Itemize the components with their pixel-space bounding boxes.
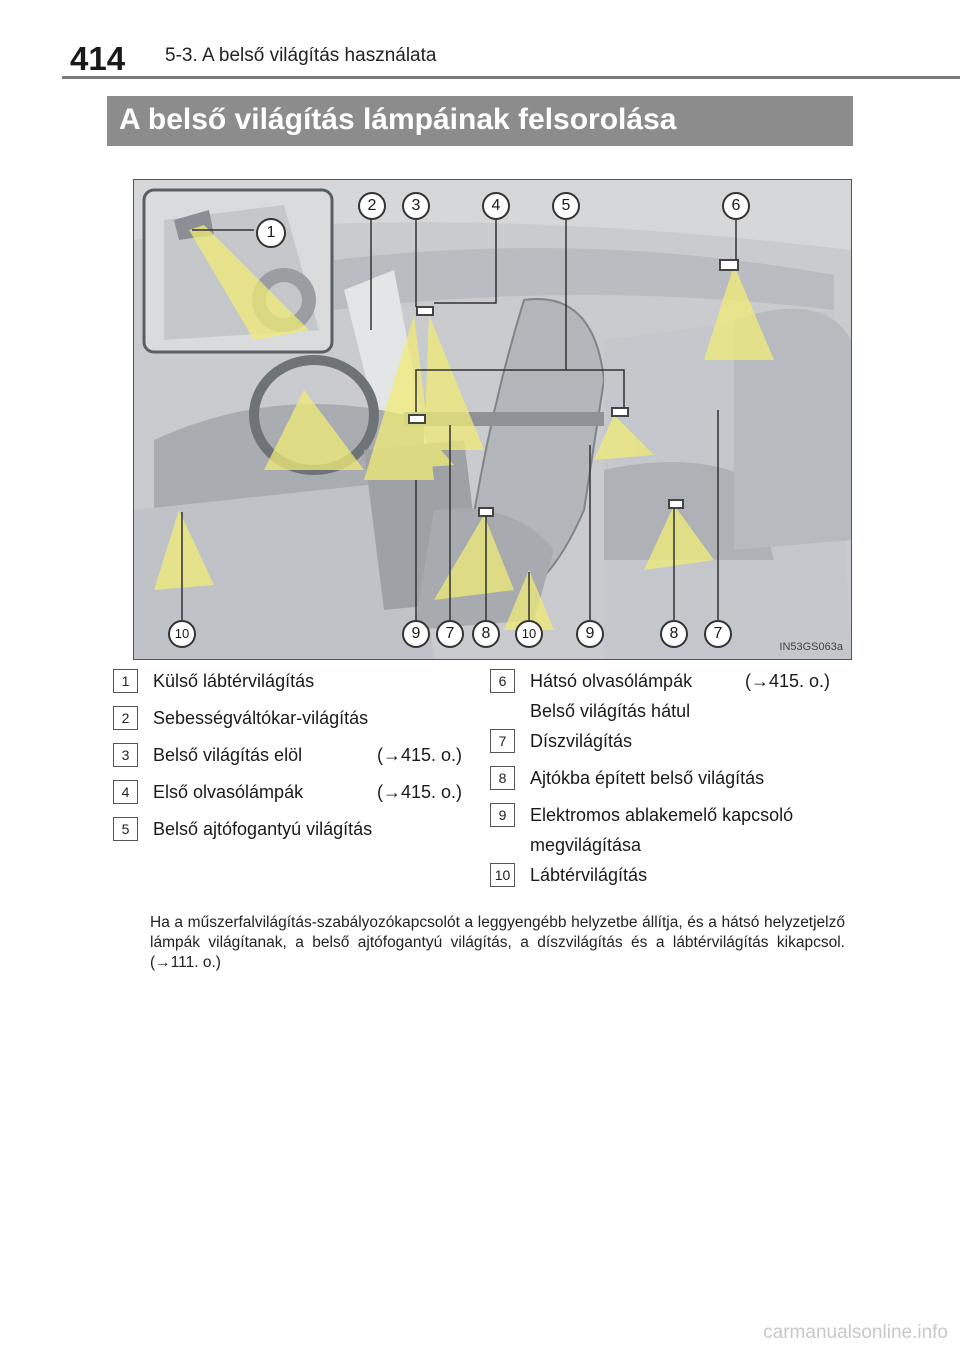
legend-item: 10 Lábtérvilágítás (490, 860, 860, 897)
callout-10-a: 10 (168, 620, 196, 648)
legend-number: 7 (490, 729, 515, 753)
callout-9-b: 9 (576, 620, 604, 648)
legend-number: 3 (113, 743, 138, 767)
callout-7-b: 7 (704, 620, 732, 648)
legend-number: 9 (490, 803, 515, 827)
section-title-bar: A belső világítás lámpáinak felsorolása (107, 96, 853, 146)
legend-text: Díszvilágítás (530, 726, 860, 756)
page-number: 414 (70, 40, 125, 78)
callout-3: 3 (402, 192, 430, 220)
legend-number: 1 (113, 669, 138, 693)
callout-4: 4 (482, 192, 510, 220)
legend-item: 3 Belső világítás elöl (→415. o.) (113, 740, 468, 777)
legend-number: 4 (113, 780, 138, 804)
page-reference: (→415. o.) (377, 777, 462, 807)
callout-5: 5 (552, 192, 580, 220)
legend-number: 6 (490, 669, 515, 693)
legend-number: 5 (113, 817, 138, 841)
legend-item: 2 Sebességváltókar-világítás (113, 703, 468, 740)
legend-text-line2: megvilágítása (530, 830, 860, 860)
legend-right-column: 6 Hátsó olvasólámpák (→415. o.) Belső vi… (490, 666, 860, 897)
legend-text: Külső lábtérvilágítás (153, 666, 468, 696)
legend-number: 2 (113, 706, 138, 730)
section-title: A belső világítás lámpáinak felsorolása (119, 103, 676, 137)
legend-number: 10 (490, 863, 515, 887)
interior-lights-illustration: 1 2 3 4 5 6 10 9 7 8 10 9 8 7 IN53GS063a (133, 179, 852, 660)
legend-text: Ajtókba épített belső világítás (530, 763, 860, 793)
figure-code: IN53GS063a (779, 641, 843, 653)
callout-2: 2 (358, 192, 386, 220)
car-interior-drawing (134, 180, 851, 659)
callout-6: 6 (722, 192, 750, 220)
legend-item: 7 Díszvilágítás (490, 726, 860, 763)
legend-left-column: 1 Külső lábtérvilágítás 2 Sebességváltók… (113, 666, 468, 851)
running-title: 5-3. A belső világítás használata (165, 45, 436, 67)
legend-text: Belső ajtófogantyú világítás (153, 814, 468, 844)
legend-item: 1 Külső lábtérvilágítás (113, 666, 468, 703)
legend-item: 4 Első olvasólámpák (→415. o.) (113, 777, 468, 814)
watermark: carmanualsonline.info (763, 1322, 948, 1344)
header-rule (62, 76, 960, 79)
callout-inset-1: 1 (256, 218, 286, 248)
legend-text: Lábtérvilágítás (530, 860, 860, 890)
callout-8-b: 8 (660, 620, 688, 648)
callout-8-a: 8 (472, 620, 500, 648)
legend-item: 8 Ajtókba épített belső világítás (490, 763, 860, 800)
callout-7-a: 7 (436, 620, 464, 648)
callout-10-b: 10 (515, 620, 543, 648)
legend-item: 5 Belső ajtófogantyú világítás (113, 814, 468, 851)
legend-number: 8 (490, 766, 515, 790)
callout-9-a: 9 (402, 620, 430, 648)
legend-text: Elektromos ablakemelő kapcsoló (530, 800, 860, 830)
legend-item: 9 Elektromos ablakemelő kapcsoló megvilá… (490, 800, 860, 860)
page-reference: (→415. o.) (745, 666, 830, 696)
legend-item: 6 Hátsó olvasólámpák (→415. o.) Belső vi… (490, 666, 860, 726)
page-reference: (→415. o.) (377, 740, 462, 770)
note-paragraph: Ha a műszerfalvilágítás-szabályozókapcso… (150, 913, 845, 973)
legend-text-line2: Belső világítás hátul (530, 696, 860, 726)
legend-text: Sebességváltókar-világítás (153, 703, 468, 733)
